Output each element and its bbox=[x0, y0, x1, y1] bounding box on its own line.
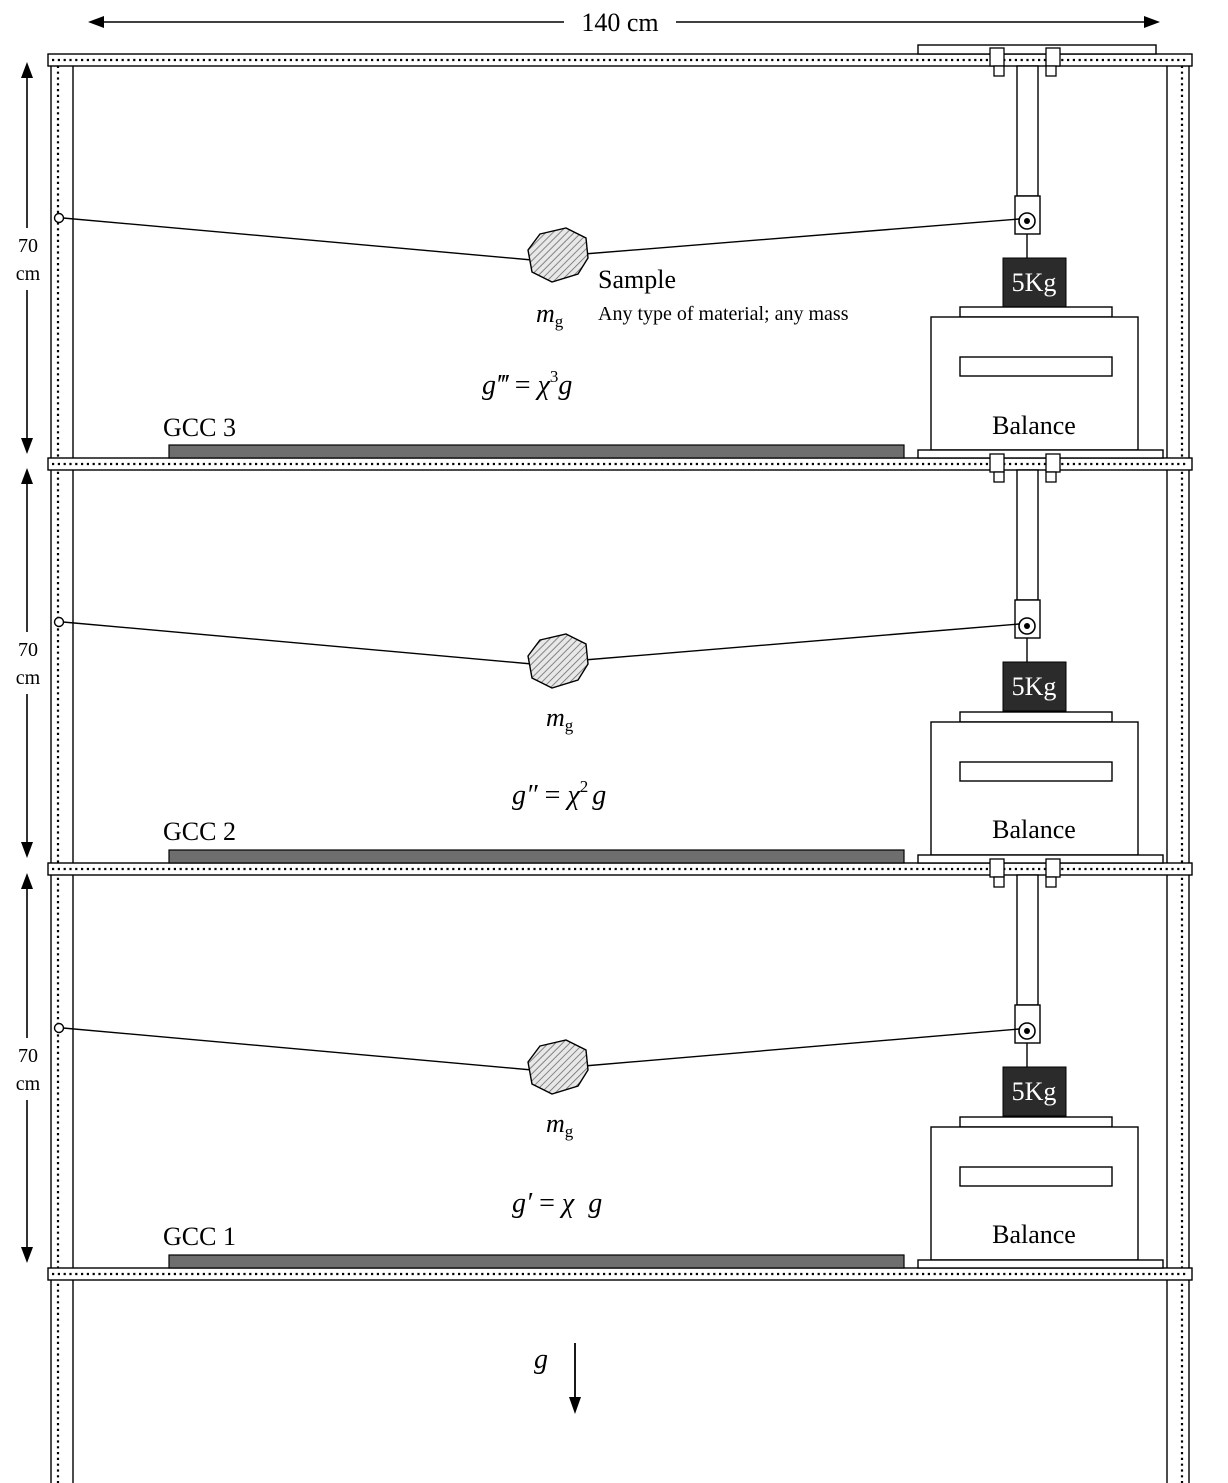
height-value-2: 70 bbox=[18, 639, 38, 661]
height-unit-3: cm bbox=[16, 263, 41, 285]
balance-base-2 bbox=[917, 854, 1164, 864]
balance-base-3 bbox=[917, 449, 1164, 459]
gcc-plate-2 bbox=[168, 849, 905, 864]
gcc-plate-1 bbox=[168, 1254, 905, 1269]
wire-left-2 bbox=[62, 621, 533, 665]
clamp-2 bbox=[989, 453, 1061, 662]
shelf-beam-1 bbox=[47, 1267, 1193, 1281]
hanger-rod-2 bbox=[1016, 469, 1039, 601]
gcc-plate-3 bbox=[168, 444, 905, 459]
gravity-label: g bbox=[534, 1344, 548, 1375]
top-mount-plate bbox=[917, 44, 1157, 55]
balance-2: Balance bbox=[917, 711, 1164, 864]
wire-left-3 bbox=[62, 217, 533, 261]
formula-3: g‴ = χ3g bbox=[482, 367, 572, 401]
width-arrowhead-right bbox=[1144, 16, 1160, 28]
height-value-3: 70 bbox=[18, 235, 38, 257]
mass-label-1: mg bbox=[546, 1109, 574, 1141]
balance-pan-2 bbox=[959, 711, 1113, 723]
wire-left-1 bbox=[62, 1027, 533, 1071]
mass-subscript-3: g bbox=[555, 312, 564, 331]
hanger-rod-3 bbox=[1016, 65, 1039, 197]
gravity-indicator: g bbox=[534, 1343, 581, 1414]
weight-label-2: 5Kg bbox=[1012, 672, 1057, 701]
balance-body-3 bbox=[930, 316, 1139, 451]
height-unit-2: cm bbox=[16, 667, 41, 689]
hanger-rod-1 bbox=[1016, 874, 1039, 1006]
mass-label-2: mg bbox=[546, 703, 574, 735]
weight-block-1 bbox=[1002, 1066, 1067, 1117]
gravity-arrowhead bbox=[569, 1397, 581, 1414]
sample-label: Sample bbox=[598, 265, 676, 294]
weight-label-3: 5Kg bbox=[1012, 268, 1057, 297]
wire-right-1 bbox=[583, 1028, 1020, 1067]
width-label: 140 cm bbox=[581, 8, 658, 37]
gcc-label-1: GCC 1 bbox=[163, 1222, 236, 1251]
balance-pan-3 bbox=[959, 306, 1113, 318]
weight-block-3 bbox=[1002, 257, 1067, 308]
width-dimension: 140 cm bbox=[88, 8, 1160, 37]
sample-3 bbox=[527, 227, 589, 283]
mass-label-3: mg bbox=[536, 299, 564, 331]
balance-3: Balance bbox=[917, 306, 1164, 459]
anchor-point-3 bbox=[53, 212, 65, 224]
sample-2 bbox=[527, 633, 589, 689]
wire-right-2 bbox=[583, 623, 1020, 661]
balance-display-2 bbox=[959, 761, 1113, 782]
gcc-label-2: GCC 2 bbox=[163, 817, 236, 846]
height-unit-1: cm bbox=[16, 1073, 41, 1095]
shelf-beam-2 bbox=[47, 862, 1193, 876]
balance-display-1 bbox=[959, 1166, 1113, 1187]
weight-label-1: 5Kg bbox=[1012, 1077, 1057, 1106]
shelf-3: 70 cm Sample Any type of material; any m… bbox=[16, 47, 1164, 459]
balance-pan-1 bbox=[959, 1116, 1113, 1128]
balance-1: Balance bbox=[917, 1116, 1164, 1269]
balance-label-3: Balance bbox=[992, 411, 1076, 440]
gcc-label-3: GCC 3 bbox=[163, 413, 236, 442]
balance-label-1: Balance bbox=[992, 1220, 1076, 1249]
width-arrowhead-left bbox=[88, 16, 104, 28]
height-dimension-3: 70 cm bbox=[16, 62, 41, 454]
mass-symbol-3: m bbox=[536, 299, 555, 328]
balance-base-1 bbox=[917, 1259, 1164, 1269]
anchor-point-2 bbox=[53, 616, 65, 628]
anchor-point-1 bbox=[53, 1022, 65, 1034]
height-value-1: 70 bbox=[18, 1045, 38, 1067]
sample-1 bbox=[527, 1039, 589, 1095]
clamp-1 bbox=[989, 858, 1061, 1067]
shelf-beam-top bbox=[47, 53, 1193, 67]
clamp-3 bbox=[989, 47, 1061, 258]
shelf-beam-3 bbox=[47, 457, 1193, 471]
balance-label-2: Balance bbox=[992, 815, 1076, 844]
height-dimension-1: 70 cm bbox=[16, 873, 41, 1263]
balance-body-1 bbox=[930, 1126, 1139, 1261]
weight-block-2 bbox=[1002, 661, 1067, 712]
sample-note: Any type of material; any mass bbox=[598, 303, 849, 325]
height-dimension-2: 70 cm bbox=[16, 468, 41, 858]
wire-right-3 bbox=[583, 218, 1020, 255]
balance-display-3 bbox=[959, 356, 1113, 377]
